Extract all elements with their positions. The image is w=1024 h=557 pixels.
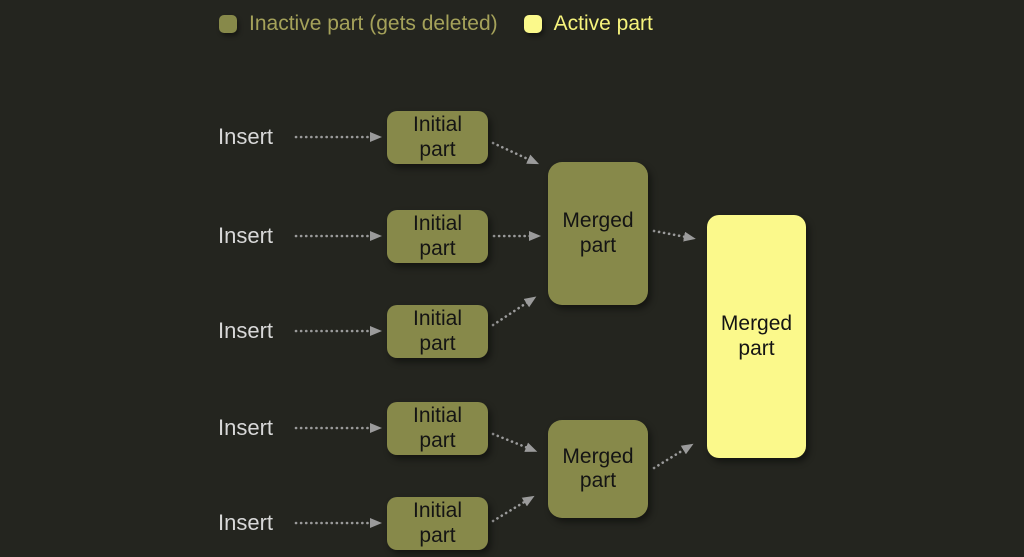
arrow-initial-4-to-merged-2 bbox=[491, 432, 538, 452]
arrow-initial-1-to-merged-1 bbox=[491, 141, 540, 165]
legend-inactive-label: Inactive part (gets deleted) bbox=[249, 12, 498, 35]
arrow-initial-5-to-merged-2 bbox=[491, 495, 535, 523]
initial-part-4: Initial part bbox=[387, 402, 488, 455]
initial-part-5: Initial part bbox=[387, 497, 488, 550]
legend-active-swatch bbox=[523, 15, 542, 33]
legend-inactive-swatch bbox=[219, 15, 237, 33]
arrow-initial-3-to-merged-1 bbox=[491, 296, 537, 327]
legend: Inactive part (gets deleted) Active part bbox=[219, 11, 653, 37]
initial-part-3: Initial part bbox=[387, 305, 488, 358]
final-merged-part: Merged part bbox=[707, 215, 806, 458]
insert-label-3: Insert bbox=[218, 318, 274, 343]
merged-part-1: Merged part bbox=[548, 162, 648, 305]
insert-label-1: Insert bbox=[218, 124, 274, 149]
insert-label-2: Insert bbox=[218, 223, 274, 248]
arrow-merged-2-to-final bbox=[652, 443, 694, 470]
merged-part-2: Merged part bbox=[548, 420, 648, 518]
legend-active-label: Active part bbox=[553, 12, 653, 35]
initial-part-1: Initial part bbox=[387, 111, 488, 164]
initial-part-2: Initial part bbox=[387, 210, 488, 263]
insert-label-5: Insert bbox=[218, 510, 274, 535]
insert-label-4: Insert bbox=[218, 415, 274, 440]
arrow-merged-1-to-final bbox=[652, 229, 696, 242]
